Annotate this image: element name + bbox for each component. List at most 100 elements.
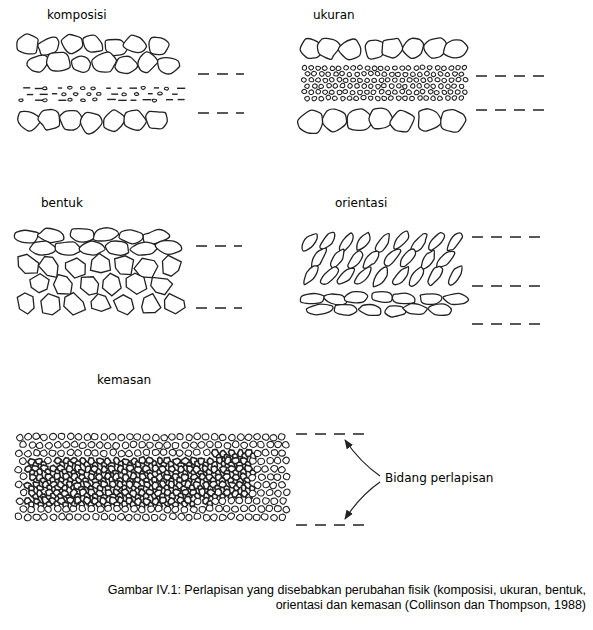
grain [355, 72, 360, 76]
grain [419, 109, 442, 131]
grain [61, 34, 82, 53]
grain [68, 86, 73, 89]
grain [71, 441, 78, 447]
grain [274, 474, 281, 480]
bedding-plane-dashes [196, 74, 546, 525]
grain [403, 85, 407, 89]
grain [261, 514, 268, 520]
grain [30, 274, 49, 293]
grain [267, 441, 274, 447]
grain [249, 475, 256, 481]
grain [268, 474, 274, 480]
grain [435, 78, 440, 82]
grain [147, 442, 154, 448]
grain [350, 91, 355, 95]
grain [118, 514, 125, 521]
grain [420, 90, 425, 94]
grain [24, 514, 31, 521]
grain [138, 506, 145, 513]
grain [382, 38, 403, 58]
grain [104, 110, 125, 132]
grain [279, 514, 285, 520]
grain [344, 292, 367, 303]
fine-grain [106, 88, 111, 89]
grain [219, 514, 226, 520]
grain [97, 442, 104, 449]
grain [319, 72, 324, 77]
grain [58, 433, 64, 439]
grain [393, 90, 398, 94]
grain [18, 254, 39, 273]
grain [376, 85, 381, 89]
grain [258, 458, 265, 464]
fine-grain [130, 87, 138, 88]
grain [30, 241, 57, 255]
grain [283, 506, 290, 512]
grain [373, 267, 387, 287]
grain [59, 513, 65, 520]
grain [459, 72, 464, 76]
grain [28, 507, 34, 513]
grain [448, 266, 461, 285]
grain [462, 65, 466, 69]
grain [228, 497, 235, 503]
grain [354, 96, 359, 100]
grain [348, 83, 353, 88]
grain [164, 87, 168, 90]
grain [456, 77, 461, 81]
grain [42, 99, 47, 102]
grain [316, 89, 321, 94]
grain [305, 84, 310, 88]
grain [123, 35, 146, 52]
grain [446, 96, 451, 100]
fine-grain [177, 88, 185, 89]
grain [54, 275, 73, 295]
grain [93, 514, 99, 520]
grain [219, 498, 226, 505]
grain [73, 93, 78, 96]
grain [397, 84, 402, 88]
grain [134, 93, 138, 96]
grain [186, 434, 192, 440]
grain [134, 514, 140, 520]
grain [459, 96, 463, 100]
grain [394, 231, 409, 249]
grain [236, 497, 243, 503]
grain [379, 78, 384, 82]
grain [194, 433, 201, 439]
grain [17, 434, 24, 441]
grain [81, 99, 86, 102]
grain [68, 98, 72, 101]
grain [17, 34, 38, 54]
grain [155, 442, 162, 449]
grain [253, 515, 260, 521]
grain [135, 450, 141, 456]
grain [54, 441, 61, 448]
grain [216, 505, 223, 511]
grain [337, 268, 354, 284]
grain [400, 78, 405, 82]
grain [151, 277, 173, 294]
grain [348, 251, 363, 269]
grain [283, 457, 290, 463]
grain [438, 96, 443, 100]
grain [312, 97, 317, 101]
grain [341, 97, 346, 101]
grain [41, 294, 60, 315]
grain [47, 52, 71, 71]
panel-title: kemasan [96, 373, 152, 387]
fine-grain [154, 87, 159, 88]
grain [278, 467, 285, 473]
grain [114, 506, 121, 512]
grain [115, 256, 134, 275]
grain [332, 96, 337, 100]
figure-caption: Gambar IV.1: Perlapisan yang disebabkan … [70, 583, 586, 613]
grain [324, 294, 347, 305]
grain [441, 110, 466, 132]
grain [178, 513, 185, 520]
grain [379, 90, 384, 94]
grain [254, 482, 261, 489]
grain [101, 434, 107, 440]
grain [452, 84, 457, 88]
